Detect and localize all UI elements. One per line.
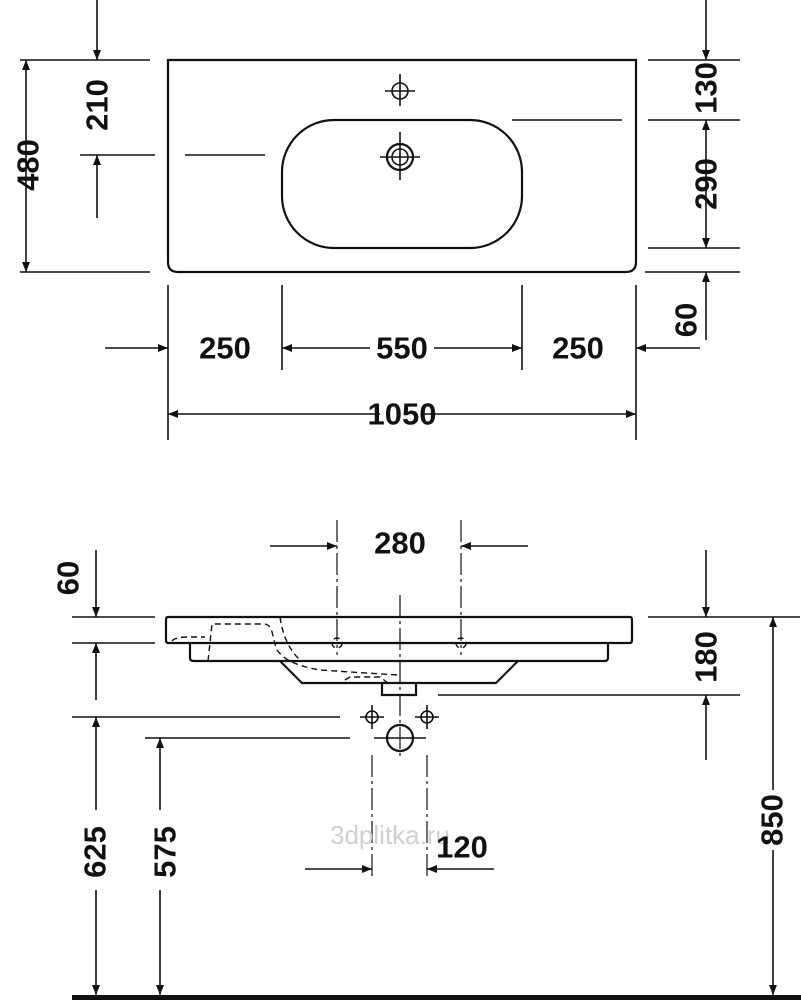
dim-total-width: 1050 (368, 397, 437, 432)
supply-right-icon (415, 705, 439, 729)
bowl-outline (280, 118, 524, 250)
drain-icon (380, 132, 420, 180)
dim-basin-height: 180 (689, 631, 724, 683)
dim-front-offset: 60 (669, 303, 704, 337)
dim-rim-thickness: 60 (51, 561, 86, 595)
basin-outline-top (166, 58, 638, 274)
dim-bowl-width: 550 (376, 331, 428, 366)
dim-drain-height: 575 (148, 826, 183, 878)
dim-faucet-offset: 210 (80, 79, 115, 131)
watermark: 3dplitka.ru (330, 820, 450, 850)
dim-total-height: 850 (755, 794, 790, 846)
dim-hole-spacing: 280 (374, 526, 426, 561)
dim-left-deck: 250 (199, 331, 251, 366)
dim-rear-margin: 130 (689, 62, 724, 114)
dim-supply-height: 625 (78, 826, 113, 878)
dim-bowl-depth: 290 (689, 158, 724, 210)
side-view: 3dplitka.ru 280 60 180 850 625 575 120 (51, 520, 801, 1000)
top-view: 210 480 130 290 60 250 550 250 1050 (11, 0, 740, 440)
basin-outline-side (164, 615, 634, 645)
drain-outlet-icon (374, 723, 426, 753)
dim-right-deck: 250 (552, 331, 604, 366)
faucet-hole-icon (385, 74, 415, 106)
dim-depth: 480 (11, 139, 46, 191)
dim-supply-spacing: 120 (436, 830, 488, 865)
floor-line (72, 995, 801, 1000)
supply-left-icon (360, 705, 384, 729)
